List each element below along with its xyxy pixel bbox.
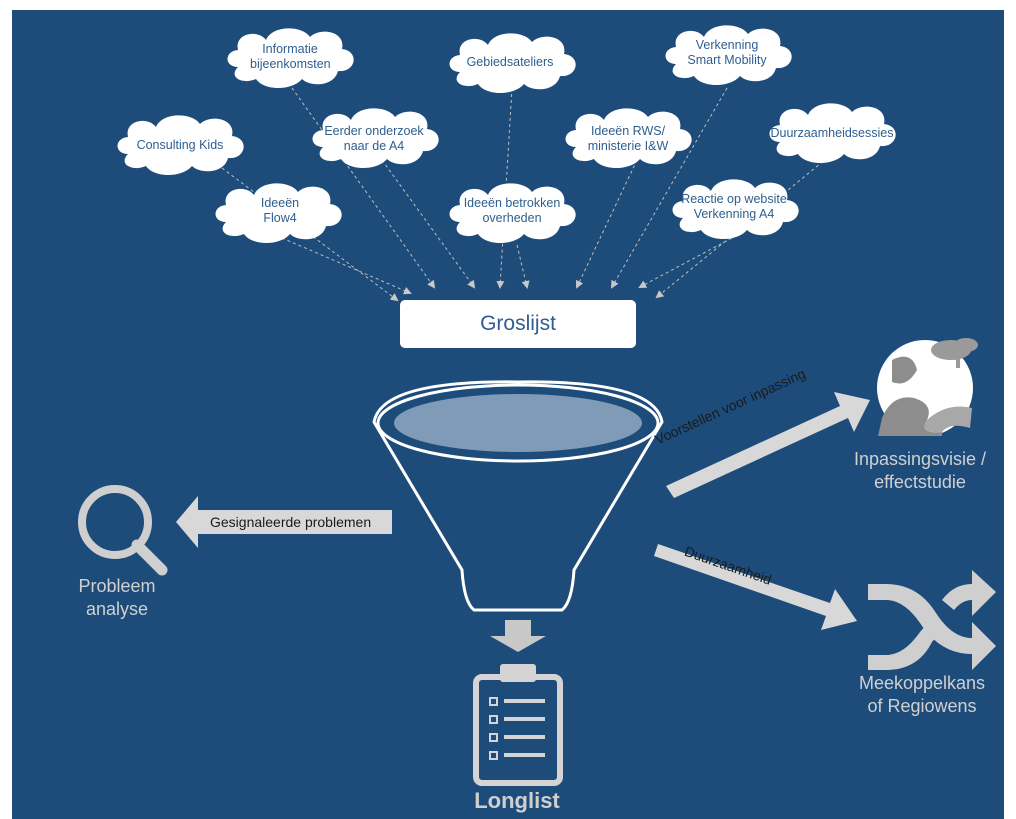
cloud-ideeen-betrokken-overheden [449,183,576,243]
arrow-duurzaamheid [654,544,857,630]
groslijst-box: Groslijst [400,300,636,348]
label-gesignaleerde-problemen: Gesignaleerde problemen [210,514,372,530]
cloud-label-ideeen-rws: Ideeën RWS/ministerie I&W [587,124,669,153]
cloud-gebiedsateliers [449,33,576,93]
cloud-label-gebiedsateliers: Gebiedsateliers [466,55,554,69]
clipboard-checklist-icon [473,664,563,786]
cloud-ideeen-flow4 [215,183,342,243]
diagram-graphics [78,25,996,786]
label-inpassingsvisie: Inpassingsvisie /effectstudie [853,449,987,492]
funnel [372,380,664,612]
landscape-icon [877,338,978,436]
longlist-label: Longlist [474,788,560,813]
cloud-label-duurzaamheidsessies: Duurzaamheidsessies [770,126,894,140]
magnifier-icon [78,485,168,576]
arrow-gesignaleerde-problemen [176,496,392,548]
down-arrow [490,620,546,652]
cloud-label-consulting-kids: Consulting Kids [136,138,224,152]
cloud-duurzaamheidsessies [769,103,896,163]
shuffle-icon [868,570,996,670]
arrow-voorstellen-inpassing [666,392,870,498]
cloud-verkenning-smart-mobility [665,25,792,85]
cloud-ideeen-rws [565,108,692,168]
cloud-reactie-website [672,179,799,239]
cloud-informatie-bijeenkomsten [227,28,354,88]
cloud-consulting-kids [117,115,244,175]
cloud-eerder-onderzoek [312,108,439,168]
